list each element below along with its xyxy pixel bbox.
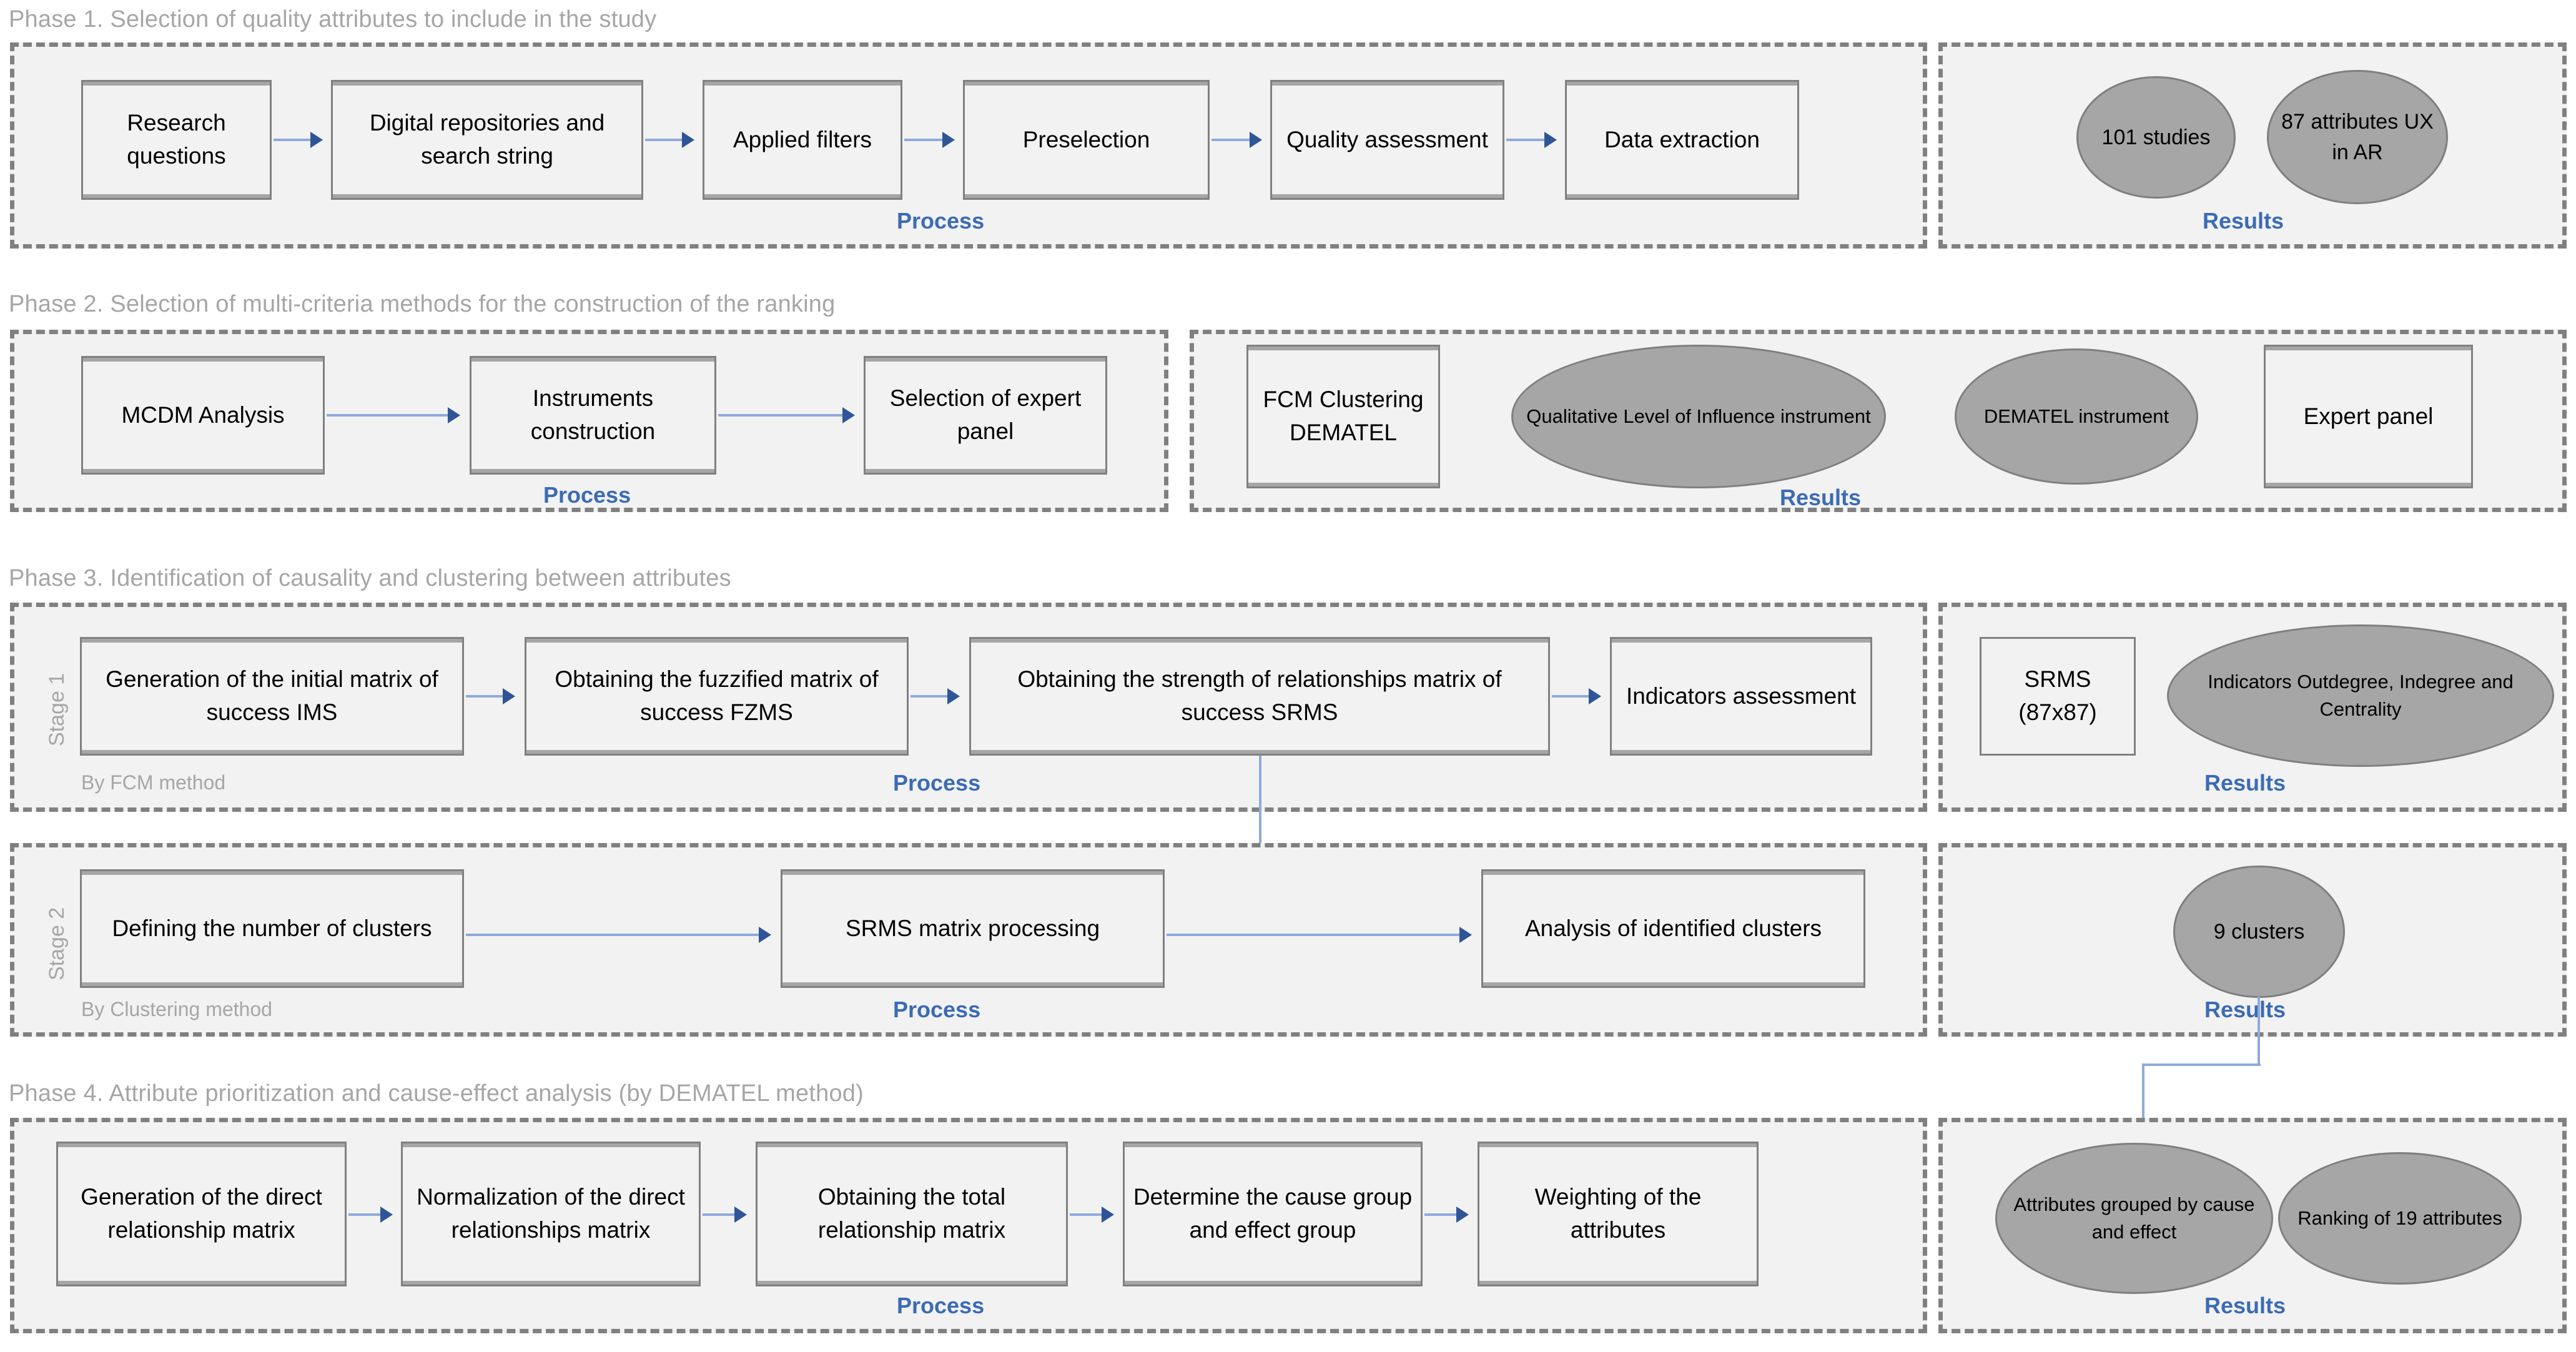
phase3-s1-result-ellipse-indicators: Indicators Outdegree, Indegree and Centr… bbox=[2167, 624, 2554, 767]
phase3-s1-step-1[interactable]: Generation of the initial matrix of succ… bbox=[80, 637, 464, 756]
phase1-results-caption: Results bbox=[2203, 208, 2284, 234]
phase3-title: Phase 3. Identification of causality and… bbox=[9, 565, 731, 591]
phase1-result-2: 87 attributes UX in AR bbox=[2267, 70, 2448, 204]
arrow-head-p1-5 bbox=[1544, 132, 1557, 148]
arrow-p3s1-1 bbox=[466, 695, 503, 698]
phase1-step-3[interactable]: Applied filters bbox=[703, 80, 902, 200]
phase3-stage1-process-caption: Process bbox=[893, 770, 981, 796]
arrow-head-p4-3 bbox=[1102, 1206, 1114, 1223]
phase3-s2-step-2[interactable]: SRMS matrix processing bbox=[781, 869, 1165, 988]
phase3-stage2-results-caption: Results bbox=[2204, 997, 2286, 1022]
arrow-head-p4-1 bbox=[380, 1206, 393, 1223]
arrow-p2-2 bbox=[718, 414, 843, 417]
arrow-p2-1 bbox=[327, 414, 448, 417]
phase3-stage1-method-note: By FCM method bbox=[81, 771, 226, 794]
phase1-step-2[interactable]: Digital repositories and search string bbox=[331, 80, 643, 200]
phase1-step-5[interactable]: Quality assessment bbox=[1270, 80, 1504, 200]
phase2-step-3[interactable]: Selection of expert panel bbox=[864, 356, 1107, 475]
phase3-stage1-results-caption: Results bbox=[2204, 770, 2286, 796]
arrow-p4-3 bbox=[1070, 1213, 1102, 1216]
phase3-s1-step-3[interactable]: Obtaining the strength of relationships … bbox=[969, 637, 1550, 756]
phase1-step-1[interactable]: Research questions bbox=[81, 80, 272, 200]
arrow-head-p3s2-1 bbox=[759, 927, 771, 943]
arrow-head-p4-4 bbox=[1456, 1206, 1469, 1223]
arrow-p1-2 bbox=[645, 139, 683, 141]
phase3-s1-step-2[interactable]: Obtaining the fuzzified matrix of succes… bbox=[525, 637, 909, 756]
arrow-head-p3s1-1 bbox=[503, 688, 515, 704]
arrow-p3s2-1 bbox=[466, 934, 759, 936]
phase2-result-box-expert-panel[interactable]: Expert panel bbox=[2264, 345, 2473, 488]
arrow-p3s1-3 bbox=[1552, 695, 1589, 698]
arrow-head-p4-2 bbox=[734, 1206, 747, 1223]
phase2-result-ellipse-1: Qualitative Level of Influence instrumen… bbox=[1511, 345, 1886, 488]
phase3-stage2-label: Stage 2 bbox=[45, 907, 69, 980]
arrow-head-p1-1 bbox=[310, 132, 323, 148]
arrow-p3s2-2 bbox=[1167, 934, 1460, 936]
phase4-step-5[interactable]: Weighting of the attributes bbox=[1478, 1142, 1759, 1286]
phase4-step-3[interactable]: Obtaining the total relationship matrix bbox=[756, 1142, 1068, 1286]
phase3-s1-step-4[interactable]: Indicators assessment bbox=[1610, 637, 1872, 756]
phase2-results-caption: Results bbox=[1780, 485, 1862, 510]
phase4-step-2[interactable]: Normalization of the direct relationship… bbox=[401, 1142, 701, 1286]
phase4-step-4[interactable]: Determine the cause group and effect gro… bbox=[1123, 1142, 1423, 1286]
phase2-title: Phase 2. Selection of multi-criteria met… bbox=[9, 291, 836, 317]
arrow-p1-1 bbox=[274, 139, 311, 141]
connector-clusters-vertical-1 bbox=[2258, 997, 2260, 1065]
phase2-step-1[interactable]: MCDM Analysis bbox=[81, 356, 325, 475]
phase1-title: Phase 1. Selection of quality attributes… bbox=[9, 6, 657, 32]
phase3-s2-step-3[interactable]: Analysis of identified clusters bbox=[1481, 869, 1865, 988]
phase1-result-1: 101 studies bbox=[2076, 76, 2236, 199]
arrow-head-p3s1-2 bbox=[947, 688, 960, 704]
phase4-process-caption: Process bbox=[897, 1293, 985, 1318]
arrow-p3s1-2 bbox=[910, 695, 948, 698]
arrow-head-p1-3 bbox=[942, 132, 955, 148]
phase3-stage2-method-note: By Clustering method bbox=[81, 998, 272, 1020]
arrow-head-p3s2-2 bbox=[1459, 927, 1472, 943]
arrow-p1-4 bbox=[1212, 139, 1250, 141]
phase3-stage2-process-caption: Process bbox=[893, 997, 981, 1022]
phase1-step-6[interactable]: Data extraction bbox=[1565, 80, 1799, 200]
arrow-head-p1-2 bbox=[682, 132, 694, 148]
phase4-result-2: Ranking of 19 attributes bbox=[2278, 1152, 2522, 1285]
connector-srms-vertical bbox=[1259, 756, 1261, 918]
phase3-s2-step-1[interactable]: Defining the number of clusters bbox=[80, 869, 464, 988]
arrow-p4-4 bbox=[1424, 1213, 1457, 1216]
phase2-result-ellipse-2: DEMATEL instrument bbox=[1955, 348, 2198, 485]
phase2-result-box-methods[interactable]: FCM Clustering DEMATEL bbox=[1246, 345, 1440, 488]
arrow-head-p1-4 bbox=[1250, 132, 1262, 148]
phase2-process-caption: Process bbox=[543, 482, 631, 508]
phase4-step-1[interactable]: Generation of the direct relationship ma… bbox=[56, 1142, 347, 1286]
phase3-stage1-label: Stage 1 bbox=[45, 673, 69, 746]
phase4-results-caption: Results bbox=[2204, 1293, 2286, 1318]
phase1-results-panel bbox=[1938, 42, 2567, 249]
arrow-p1-5 bbox=[1506, 139, 1545, 141]
arrow-head-p2-2 bbox=[842, 407, 855, 423]
arrow-p4-1 bbox=[348, 1213, 381, 1216]
phase3-s1-result-box-srms[interactable]: SRMS (87x87) bbox=[1980, 637, 2136, 756]
arrow-head-p2-1 bbox=[448, 407, 460, 423]
phase2-step-2[interactable]: Instruments construction bbox=[470, 356, 716, 475]
connector-clusters-vertical-2 bbox=[2142, 1063, 2144, 1138]
arrow-p4-2 bbox=[703, 1213, 735, 1216]
phase4-result-1: Attributes grouped by cause and effect bbox=[1995, 1143, 2273, 1294]
phase1-step-4[interactable]: Preselection bbox=[963, 80, 1210, 200]
phase4-title: Phase 4. Attribute prioritization and ca… bbox=[9, 1080, 864, 1107]
phase1-process-caption: Process bbox=[897, 208, 985, 234]
arrow-p1-3 bbox=[904, 139, 943, 141]
arrow-head-p3s1-3 bbox=[1589, 688, 1601, 704]
phase3-s2-result-ellipse-clusters: 9 clusters bbox=[2173, 866, 2345, 998]
connector-clusters-horizontal bbox=[2142, 1063, 2261, 1066]
